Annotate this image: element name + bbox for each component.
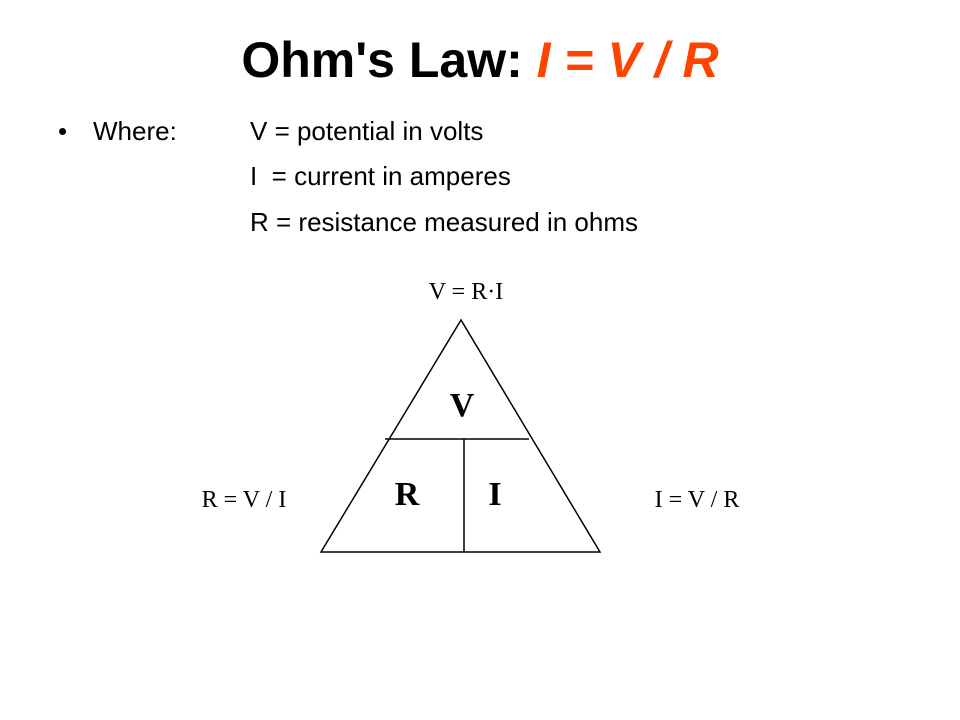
title-prefix: Ohm's Law:	[241, 32, 537, 88]
title-formula: I = V / R	[536, 32, 719, 88]
triangle-label-v: V	[450, 387, 475, 424]
definition-resistance: R = resistance measured in ohms	[250, 207, 639, 237]
formula-current: I = V / R	[655, 487, 740, 513]
triangle-label-i: I	[488, 476, 501, 513]
definition-current: I = current in amperes	[250, 161, 511, 191]
definition-voltage: V = potential in volts	[250, 116, 484, 146]
formula-resistance: R = V / I	[202, 487, 287, 513]
triangle-outline	[319, 318, 602, 553]
slide-title: Ohm's Law: I = V / R	[0, 28, 960, 92]
formula-voltage: V = R·I	[429, 279, 503, 305]
where-label: Where:	[93, 116, 177, 146]
triangle-label-r: R	[395, 476, 420, 513]
bullet-icon: •	[58, 116, 68, 146]
